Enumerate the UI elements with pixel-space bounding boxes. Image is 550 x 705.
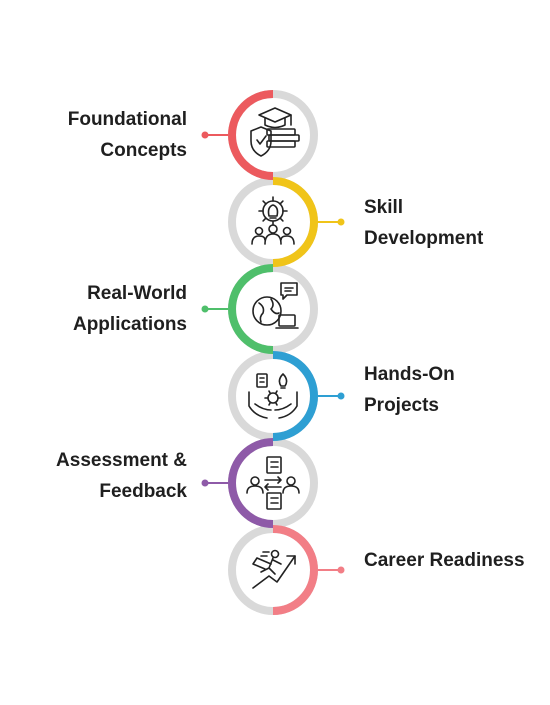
step-1-label-line-2: Concepts [100, 140, 187, 161]
connector-dot-3 [201, 305, 209, 313]
globe-laptop-chat-icon [252, 282, 299, 329]
ring-arc-6 [272, 525, 318, 615]
people-checklist-exchange-icon [246, 456, 300, 510]
connector-dot-5 [201, 479, 209, 487]
connector-dot-2 [337, 218, 345, 226]
step-6-label-line-1: Career Readiness [364, 550, 525, 571]
hands-ideas-gear-icon [248, 373, 298, 419]
connector-dot-1 [201, 131, 209, 139]
connector-dot-4 [337, 392, 345, 400]
ring-arc-5 [228, 438, 274, 528]
climbing-growth-arrow-icon [252, 549, 296, 589]
ring-arc-4 [272, 351, 318, 441]
step-4-label: Hands-On Projects [364, 359, 455, 421]
ring-arc-2 [272, 177, 318, 267]
ring-arc-1 [228, 90, 274, 180]
graduation-cap-books-shield-icon [250, 107, 300, 157]
step-2-label-line-1: Skill [364, 197, 404, 218]
step-1-label-line-1: Foundational [67, 109, 187, 130]
step-5-label-line-2: Feedback [99, 481, 187, 502]
gear-lightbulb-team-icon [251, 196, 295, 245]
step-3-label-line-1: Real-World [87, 283, 187, 304]
step-3-label: Real-World Applications [73, 278, 187, 340]
step-5-label: Assessment & Feedback [56, 445, 187, 507]
step-4-label-line-2: Projects [364, 395, 439, 416]
ring-arc-3 [228, 264, 274, 354]
step-3-label-line-2: Applications [72, 314, 187, 335]
step-1-label: Foundational Concepts [68, 104, 187, 166]
step-5-label-line-1: Assessment & [56, 450, 187, 471]
step-2-label: Skill Development [364, 192, 483, 254]
connector-dot-6 [337, 566, 345, 574]
step-2-label-line-2: Development [364, 228, 484, 249]
step-6-label: Career Readiness [364, 545, 525, 576]
step-4-label-line-1: Hands-On [364, 364, 455, 385]
